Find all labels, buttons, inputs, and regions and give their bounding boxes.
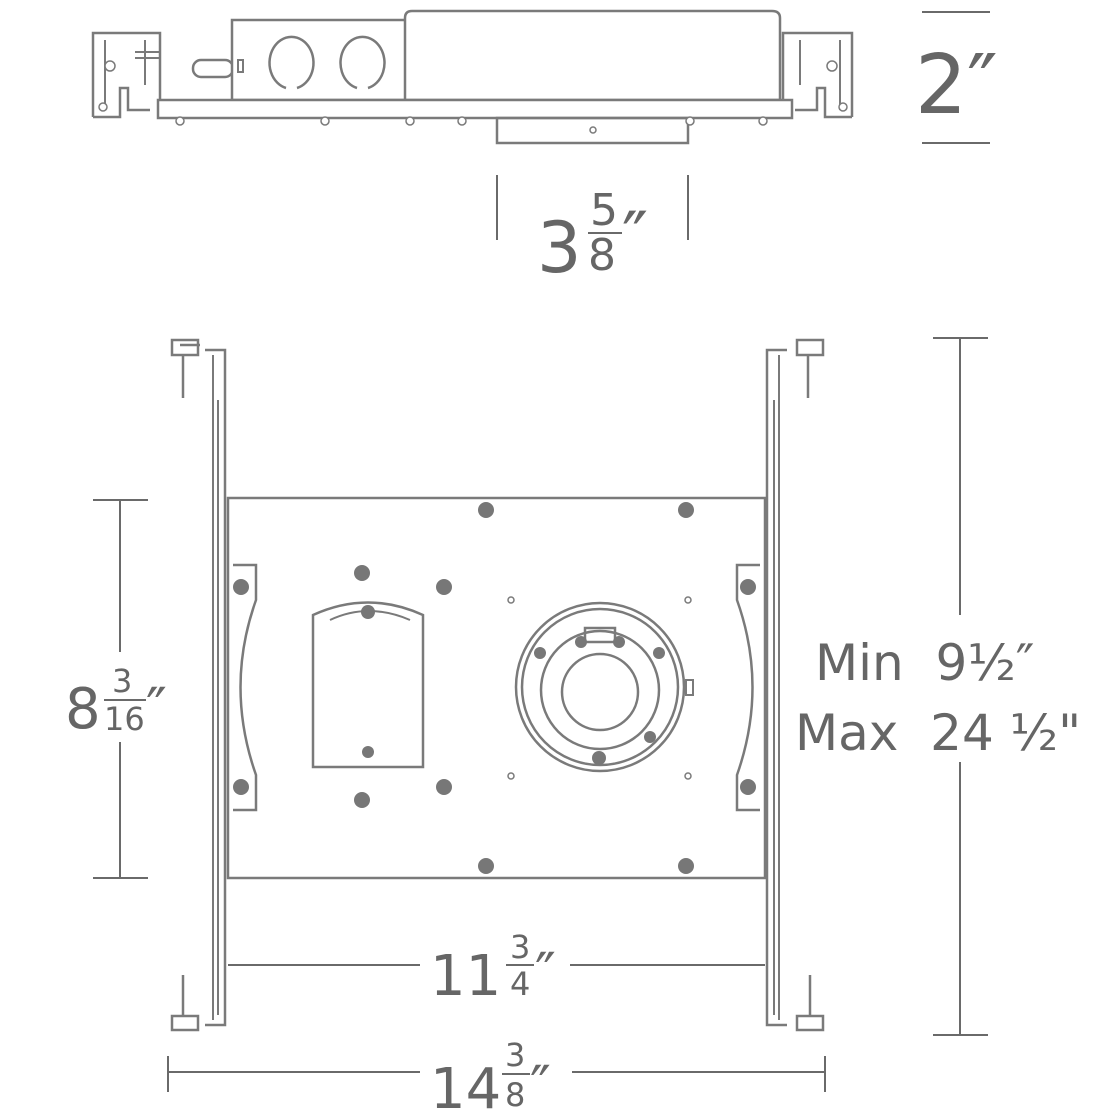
aperture-ring — [514, 601, 694, 773]
overall-width-dimension: 14 3 8 ″ — [167, 1036, 826, 1120]
mounting-rail — [156, 98, 794, 120]
knockout-1 — [268, 35, 315, 90]
plate-width-numerator: 3 — [510, 928, 530, 966]
plate-depth-whole: 8 — [65, 677, 101, 742]
adapter-width-unit: ″ — [622, 197, 648, 279]
plate-width-unit: ″ — [535, 942, 556, 1007]
rail-fasteners — [175, 116, 768, 126]
adapter-width-numerator: 5 — [590, 185, 618, 236]
adapter-width-denominator: 8 — [588, 230, 616, 281]
adapter-width-dimension: 3 5 8 ″ — [496, 175, 689, 289]
left-hanger-bar — [170, 338, 227, 1032]
right-plate-clip — [735, 563, 760, 812]
junction-box-latch — [237, 59, 244, 73]
junction-box — [230, 18, 408, 102]
adapter-hole — [589, 126, 597, 134]
knob — [191, 58, 235, 79]
plate-depth-unit: ″ — [146, 677, 167, 742]
screws — [233, 502, 756, 874]
plate-depth-numerator: 3 — [112, 662, 132, 700]
plate-width-denominator: 4 — [510, 965, 530, 1003]
junction-cover — [311, 601, 425, 769]
side-view — [91, 9, 854, 145]
left-mounting-bracket — [91, 31, 162, 119]
overall-width-unit: ″ — [530, 1055, 551, 1120]
plate-width-whole: 11 — [430, 944, 501, 1009]
overall-width-whole: 14 — [430, 1057, 501, 1120]
plate-depth-denominator: 16 — [104, 700, 145, 738]
overall-width-numerator: 3 — [505, 1036, 525, 1074]
left-plate-clip — [233, 563, 258, 812]
height-label: 2″ — [915, 38, 998, 133]
overall-width-denominator: 8 — [505, 1076, 525, 1114]
height-dimension: 2″ — [915, 11, 998, 144]
driver-box — [403, 9, 782, 102]
right-hanger-bar — [765, 338, 825, 1032]
small-holes — [507, 596, 692, 780]
hanger-range-max-label: Max 24 ½" — [795, 704, 1081, 762]
plate-depth-dimension: 8 3 16 ″ — [65, 499, 167, 879]
hanger-range-dimension: Min 9½″ Max 24 ½" — [795, 337, 1081, 1036]
trim-adapter — [495, 116, 690, 145]
adapter-width-whole: 3 — [537, 207, 582, 289]
plan-view — [170, 338, 825, 1032]
hanger-range-min-label: Min 9½″ — [815, 634, 1034, 692]
knockout-2 — [339, 35, 386, 90]
right-mounting-bracket — [781, 31, 854, 119]
plate-width-dimension: 11 3 4 ″ — [228, 928, 765, 1009]
